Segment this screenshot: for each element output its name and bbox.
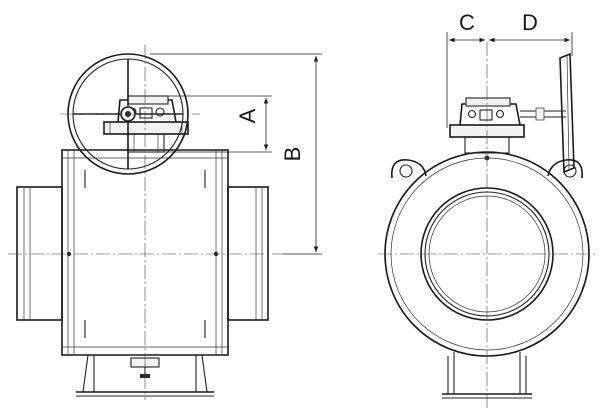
front-view: A B xyxy=(8,45,322,400)
front-centre-lines xyxy=(8,45,282,400)
dimension-d: D xyxy=(489,10,573,56)
dimension-label-c: C xyxy=(459,10,475,35)
gearbox xyxy=(103,95,189,135)
gearbox-neck xyxy=(127,131,165,153)
lifting-lugs xyxy=(391,159,583,179)
right-pipe-end xyxy=(227,186,269,321)
side-view: C D xyxy=(378,10,598,410)
dimension-a: A xyxy=(160,95,272,153)
dimension-label-a: A xyxy=(235,108,260,123)
gearbox-side xyxy=(449,97,566,154)
dimension-b: B xyxy=(150,53,322,255)
dimension-label-b: B xyxy=(280,147,305,162)
left-pipe-end xyxy=(16,186,63,321)
dimension-label-d: D xyxy=(522,10,538,35)
dimension-c: C xyxy=(446,10,485,128)
handwheel-side xyxy=(559,52,575,174)
side-centre-lines xyxy=(378,42,598,410)
